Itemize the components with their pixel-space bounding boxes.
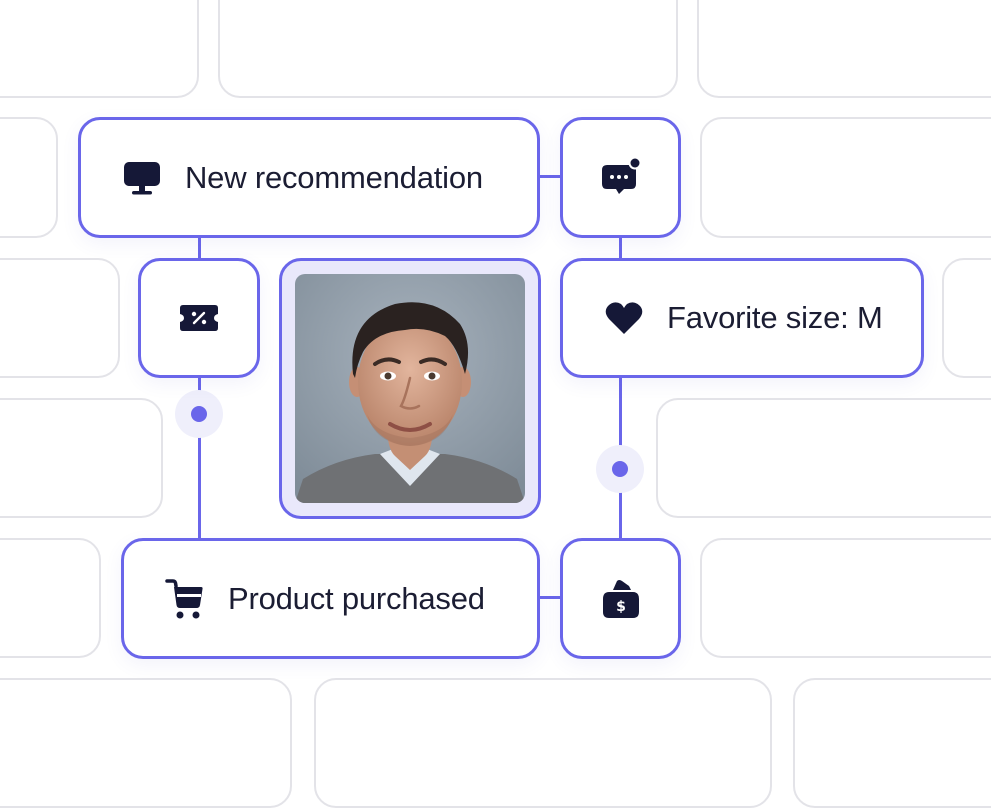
- chat-notification-card[interactable]: [560, 117, 681, 238]
- bg-tile: [0, 398, 163, 518]
- bg-tile: [697, 0, 991, 98]
- bg-tile: [656, 398, 991, 518]
- favorite-size-card[interactable]: Favorite size: M: [560, 258, 924, 378]
- bg-tile: [700, 117, 991, 238]
- connector-node: [612, 461, 628, 477]
- monitor-icon: [121, 157, 163, 199]
- bg-tile: [0, 678, 292, 808]
- shopping-cart-icon: [164, 578, 206, 620]
- bg-tile: [700, 538, 991, 658]
- money-bag-icon: $: [601, 578, 641, 620]
- profile-photo-card[interactable]: [279, 258, 541, 519]
- bg-tile: [218, 0, 678, 98]
- connector-line: [538, 175, 561, 178]
- bg-tile: [0, 258, 120, 378]
- svg-text:$: $: [616, 599, 626, 615]
- heart-icon: [603, 297, 645, 339]
- connector-line: [619, 236, 622, 260]
- connector-line: [538, 596, 561, 599]
- bg-tile: [793, 678, 991, 808]
- product-purchased-card[interactable]: Product purchased: [121, 538, 540, 659]
- favorite-size-label: Favorite size: M: [667, 300, 883, 335]
- discount-card[interactable]: [138, 258, 260, 378]
- chat-notification-icon: [600, 156, 642, 199]
- bg-tile: [0, 117, 58, 238]
- discount-ticket-icon: [179, 302, 219, 334]
- product-purchased-label: Product purchased: [228, 580, 485, 616]
- connector-line: [198, 376, 201, 540]
- connector-line: [198, 236, 201, 260]
- new-recommendation-card[interactable]: New recommendation: [78, 117, 540, 238]
- connector-node: [191, 406, 207, 422]
- profile-photo: [295, 274, 525, 503]
- bg-tile: [942, 258, 991, 378]
- new-recommendation-label: New recommendation: [185, 159, 483, 195]
- bg-tile: [314, 678, 772, 808]
- bg-tile: [0, 538, 101, 658]
- bg-tile: [0, 0, 199, 98]
- money-card[interactable]: $: [560, 538, 681, 659]
